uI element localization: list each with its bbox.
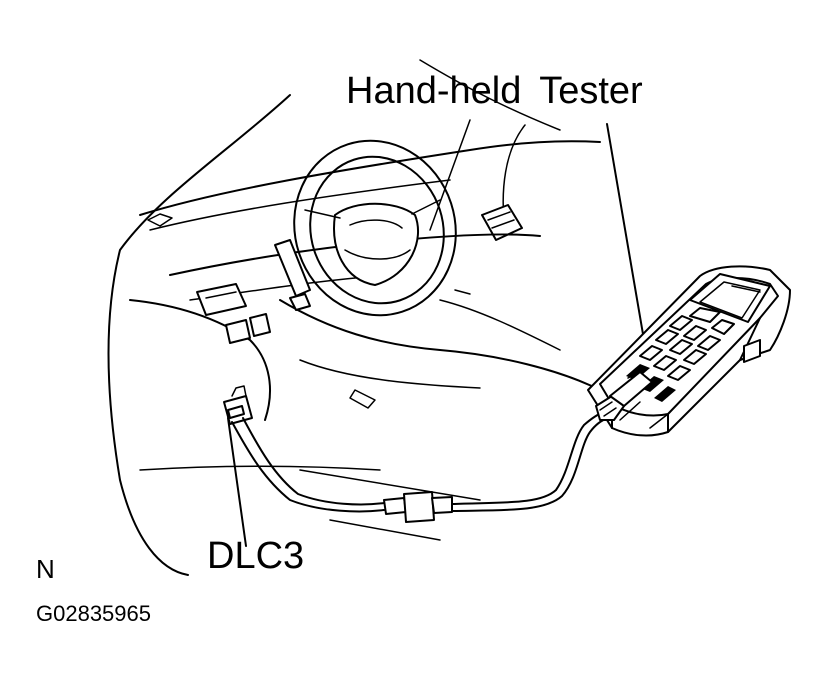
view-mark-label: N <box>36 554 55 584</box>
dlc3-label: DLC3 <box>207 535 305 577</box>
steering-wheel <box>293 139 457 317</box>
tester-label: Hand-held Tester <box>346 70 643 112</box>
hand-held-tester <box>587 123 791 437</box>
cable <box>227 411 609 547</box>
figure-code-label: G02835965 <box>36 601 151 626</box>
dashboard-drawing <box>107 59 601 576</box>
dlc3-connector <box>223 385 253 425</box>
